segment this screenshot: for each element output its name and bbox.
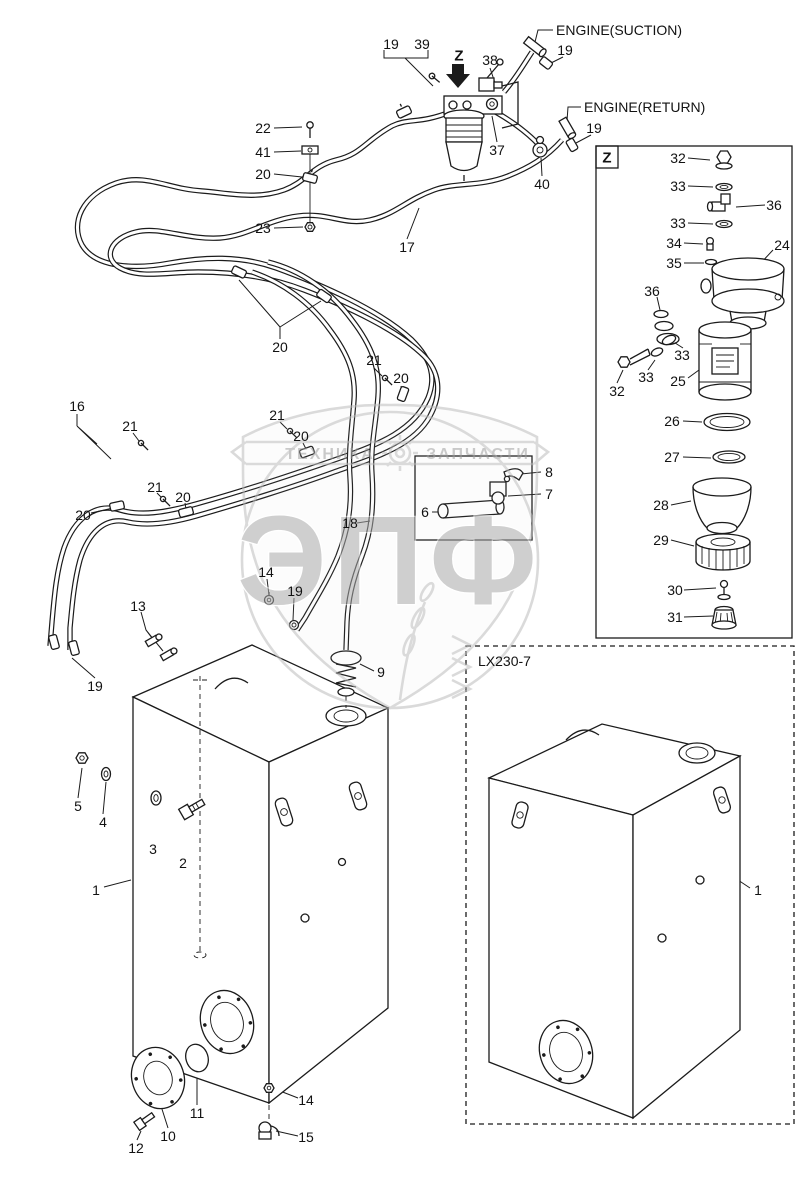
bolt-2 [177, 798, 206, 821]
watermark-brand: ЭПФ [237, 490, 543, 631]
plug-32 [716, 150, 732, 164]
washer-3 [150, 790, 162, 806]
bolt-22 [306, 121, 314, 129]
fuel-filter-assembly [301, 35, 579, 232]
bracket-stack [301, 121, 319, 232]
watermark-banner-left: ТЕХНИКА [285, 446, 375, 463]
gear-icon [382, 435, 418, 471]
watermark-banner-right: ЗАПЧАСТИ [426, 446, 530, 463]
nut-5 [75, 752, 89, 764]
washer-33 [715, 219, 733, 229]
plug-34 [705, 236, 715, 251]
hose-clamp-20 [316, 288, 332, 304]
drain-knob-31 [711, 605, 737, 630]
hose-clamp-19 [395, 103, 413, 119]
drain-elbow-15 [258, 1121, 280, 1140]
hose-clamp-19 [48, 634, 60, 650]
washer-4 [100, 766, 112, 782]
hose-clamp-20 [178, 506, 194, 518]
detail-z-box [595, 145, 793, 639]
oring-35 [704, 258, 718, 266]
banjo-fitting-40 [532, 135, 548, 158]
float-30 [717, 579, 731, 601]
flange-opening [199, 989, 255, 1055]
elbow-fitting-13 [159, 647, 178, 662]
hose-clamp-19 [68, 640, 80, 656]
filler-neck [325, 705, 367, 727]
cover-flange-10 [130, 1046, 186, 1110]
flange-opening [538, 1019, 594, 1085]
engine-return-fitting [558, 116, 577, 140]
elbow-36 [706, 193, 731, 212]
fuel-tank-variant [487, 723, 742, 1120]
engine-suction-fitting [522, 35, 547, 58]
strainer-9 [330, 650, 362, 708]
bowl-28 [692, 477, 752, 535]
oring-26 [703, 412, 751, 432]
banjo-bolt-37 [485, 97, 499, 111]
washer-33 [715, 182, 733, 192]
screw-21 [159, 495, 171, 507]
variant-tank-box [465, 645, 795, 1125]
hose-clamp-20 [109, 500, 125, 512]
filter-head-24 [700, 257, 785, 330]
watermark: ТЕХНИКА ЗАПЧАСТИ ЭПФ [229, 403, 551, 710]
screw-21 [381, 374, 393, 386]
screw-21 [286, 427, 298, 439]
leader-lines [71, 29, 774, 1141]
hose-clamp-20 [230, 265, 248, 279]
hose-clamp-19 [538, 56, 554, 70]
drain-fitting-14 [263, 1083, 275, 1093]
valve-detail-box [414, 455, 533, 541]
detail-z-arrow-icon [446, 64, 470, 88]
hose-clamp-20 [298, 445, 316, 459]
filter-element-25 [698, 321, 752, 401]
elbow-fitting-13 [144, 633, 163, 648]
hose-hardware [48, 265, 410, 662]
hose-clamp-19 [565, 137, 579, 153]
washer-33 [650, 347, 664, 357]
bolt-12 [132, 1111, 156, 1132]
hose-clamp-20 [302, 169, 318, 184]
screw-21 [137, 439, 149, 451]
gasket-11 [185, 1043, 209, 1073]
plate-41 [301, 145, 319, 155]
ring-nut-29 [695, 533, 751, 571]
screw-39 [428, 72, 441, 83]
shutoff-valve-38 [478, 58, 504, 92]
fuel-tank-main [75, 644, 390, 1140]
nut-23 [304, 222, 316, 232]
hose-clamp-20 [396, 385, 410, 403]
washer-33 [661, 334, 677, 346]
ring-27 [712, 450, 746, 464]
bolt-32 [617, 334, 677, 368]
